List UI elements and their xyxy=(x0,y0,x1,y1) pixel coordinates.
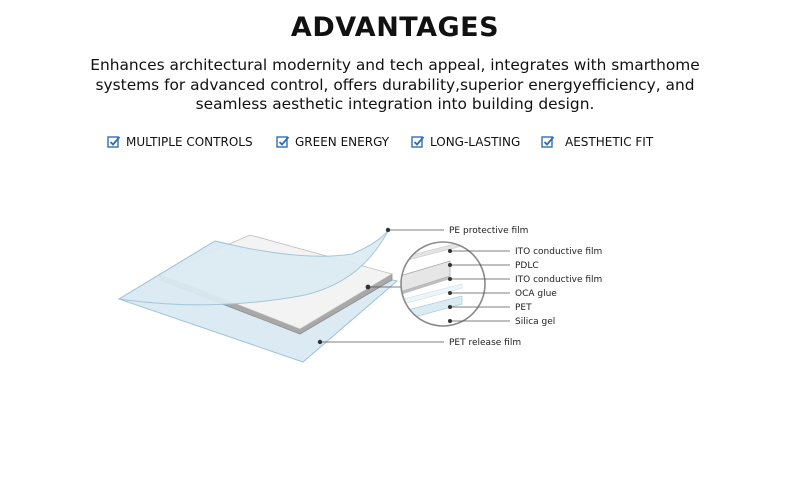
zoom-cross-section xyxy=(401,242,485,326)
label-oca-glue: OCA glue xyxy=(515,289,557,299)
feature-aesthetic-fit: AESTHETIC FIT xyxy=(541,132,653,152)
zoom-anchor-dot xyxy=(365,284,371,290)
callout-dot xyxy=(317,339,323,345)
feature-list: MULTIPLE CONTROLS GREEN ENERGY LONG-LAST… xyxy=(0,132,790,152)
callout-dot xyxy=(385,227,391,233)
label-pet-release-film: PET release film xyxy=(449,338,521,348)
checkbox-icon xyxy=(107,136,121,148)
label-silica-gel: Silica gel xyxy=(515,317,555,327)
feature-label: MULTIPLE CONTROLS xyxy=(126,135,253,149)
feature-label: AESTHETIC FIT xyxy=(565,135,654,149)
checkbox-icon xyxy=(411,136,425,148)
label-ito-conductive-film-bottom: ITO conductive film xyxy=(515,275,602,285)
feature-green-energy: GREEN ENERGY xyxy=(276,132,389,152)
label-pe-protective-film: PE protective film xyxy=(449,226,528,236)
feature-long-lasting: LONG-LASTING xyxy=(411,132,520,152)
zoom-lens-ring xyxy=(400,241,486,327)
callout-dot xyxy=(448,291,452,295)
checkbox-icon xyxy=(276,136,290,148)
label-pdlc: PDLC xyxy=(515,261,539,271)
feature-label: LONG-LASTING xyxy=(430,135,521,149)
callout-dot xyxy=(448,249,452,253)
callout-dot xyxy=(448,305,452,309)
label-pet: PET xyxy=(515,303,532,313)
description-line: systems for advanced control, offers dur… xyxy=(95,75,695,94)
callout-dot xyxy=(448,277,452,281)
checkbox-icon xyxy=(541,136,555,148)
description-line: Enhances architectural modernity and tec… xyxy=(90,56,700,74)
description: Enhances architectural modernity and tec… xyxy=(80,56,710,115)
description-line: seamless aesthetic integration into buil… xyxy=(195,95,595,113)
pe-protective-film-sheet xyxy=(117,230,389,306)
feature-label: GREEN ENERGY xyxy=(295,135,390,149)
callout-dot xyxy=(448,263,452,267)
feature-multiple-controls: MULTIPLE CONTROLS xyxy=(107,132,253,152)
page-title: ADVANTAGES xyxy=(290,12,500,43)
callout-dot xyxy=(448,319,452,323)
label-ito-conductive-film-top: ITO conductive film xyxy=(515,247,602,257)
